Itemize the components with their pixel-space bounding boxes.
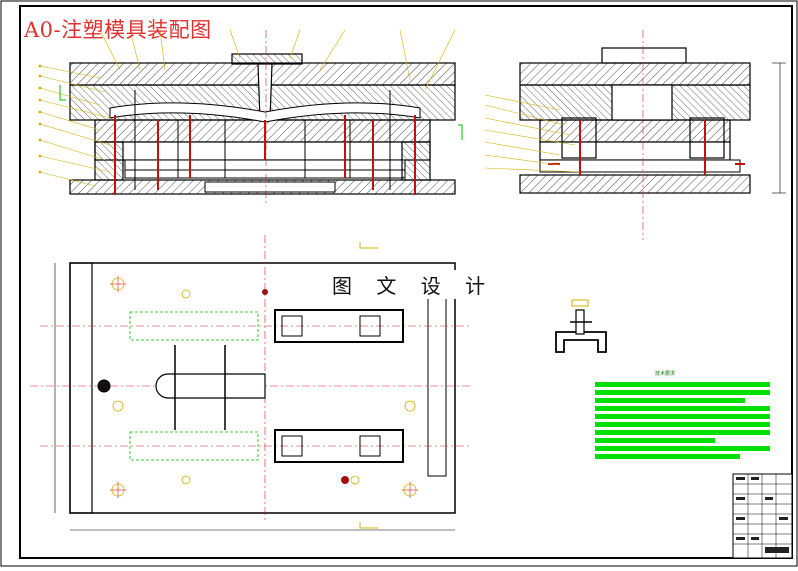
detail-view xyxy=(555,299,607,353)
title-block xyxy=(732,473,793,559)
tech-requirements-block xyxy=(595,382,770,459)
front-section-view xyxy=(38,29,463,205)
side-section-view xyxy=(484,30,786,240)
inner-frame xyxy=(19,5,793,559)
drawing-title: A0-注塑模具装配图 xyxy=(24,18,212,42)
watermark-text: 图 文 设 计 xyxy=(330,270,497,299)
tech-requirements-title: 技术要求 xyxy=(655,371,676,377)
plan-view xyxy=(30,235,470,531)
